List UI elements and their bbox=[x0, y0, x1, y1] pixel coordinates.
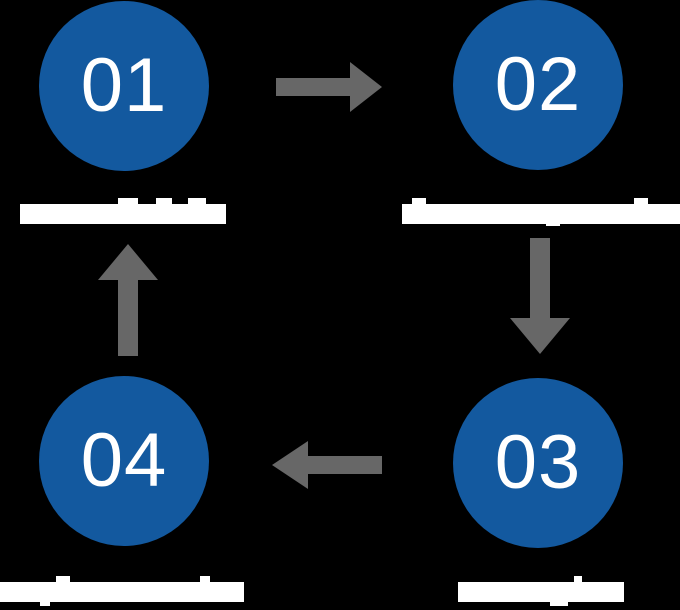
step-number-02: 02 bbox=[494, 42, 582, 127]
arrow-left-icon bbox=[272, 436, 382, 494]
step-node-04[interactable]: 04 bbox=[39, 376, 209, 546]
redaction-block bbox=[402, 204, 680, 224]
redaction-block bbox=[156, 198, 172, 206]
step-node-03[interactable]: 03 bbox=[453, 378, 623, 548]
redaction-block bbox=[458, 582, 624, 602]
arrow-down-icon bbox=[504, 238, 576, 354]
redaction-block bbox=[118, 198, 138, 206]
redaction-block bbox=[188, 198, 206, 206]
step-label-03 bbox=[458, 576, 628, 606]
step-label-04 bbox=[0, 576, 250, 606]
redaction-block bbox=[574, 576, 582, 584]
redaction-block bbox=[550, 600, 568, 606]
step-label-02 bbox=[398, 196, 680, 226]
redaction-block bbox=[56, 576, 70, 584]
step-number-01: 01 bbox=[80, 43, 168, 128]
redaction-block bbox=[20, 204, 226, 224]
arrow-right-icon bbox=[276, 56, 382, 118]
redaction-block bbox=[200, 576, 210, 584]
step-number-03: 03 bbox=[494, 420, 582, 505]
redaction-block bbox=[40, 600, 50, 606]
step-number-04: 04 bbox=[80, 418, 168, 503]
step-node-01[interactable]: 01 bbox=[39, 1, 209, 171]
arrow-up-icon bbox=[92, 244, 164, 356]
redaction-block bbox=[0, 582, 244, 602]
step-label-01 bbox=[18, 198, 232, 224]
redaction-block bbox=[634, 198, 648, 206]
redaction-block bbox=[412, 198, 426, 206]
redaction-block bbox=[546, 220, 560, 226]
step-node-02[interactable]: 02 bbox=[453, 0, 623, 170]
